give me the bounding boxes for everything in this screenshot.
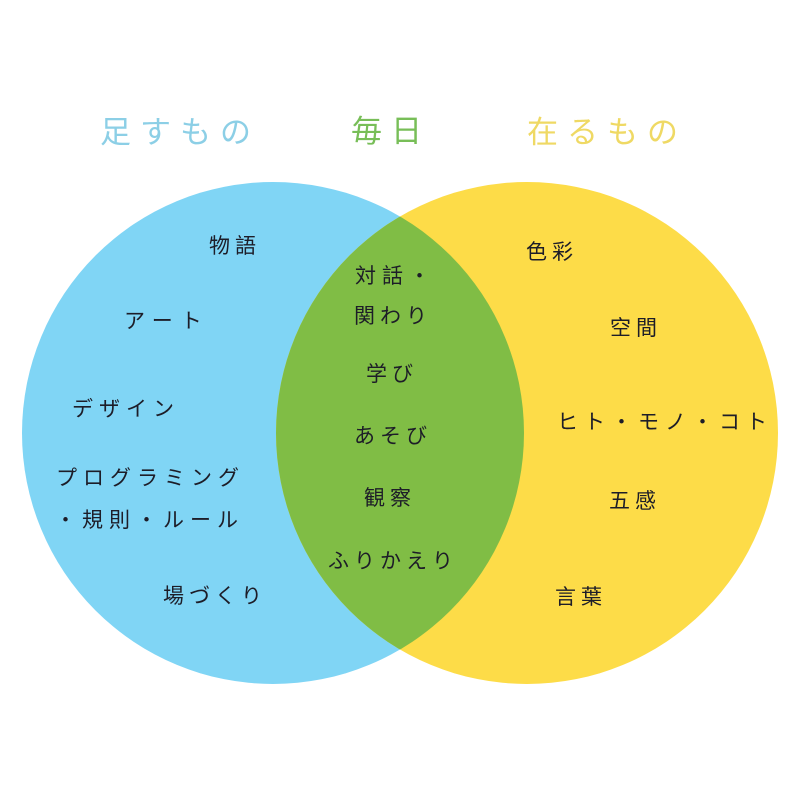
center-item-observation: 観察 [364, 486, 416, 510]
center-item-learning: 学び [366, 362, 418, 386]
right-item-words: 言葉 [555, 585, 607, 609]
center-item-dialogue: 対話・ [355, 264, 436, 288]
left-item-place-making: 場づくり [163, 584, 267, 608]
center-item-involvement: 関わり [354, 304, 432, 328]
heading-left: 足すもの [100, 115, 260, 151]
right-item-space: 空間 [610, 316, 662, 340]
right-item-people-things-events: ヒト・モノ・コト [557, 410, 773, 434]
heading-center: 毎日 [351, 114, 431, 150]
right-item-color: 色彩 [526, 240, 578, 264]
left-item-rules: ・規則・ルール [55, 508, 244, 532]
heading-right: 在るもの [527, 115, 687, 151]
intersection-region [276, 182, 524, 684]
center-item-reflection: ふりかえり [328, 549, 458, 573]
center-item-play: あそび [354, 424, 432, 448]
left-item-design: デザイン [72, 397, 180, 421]
right-item-five-senses: 五感 [609, 489, 661, 513]
left-item-programming: プログラミング [56, 466, 245, 490]
left-item-art: アート [124, 309, 210, 333]
left-item-story: 物語 [209, 234, 261, 258]
